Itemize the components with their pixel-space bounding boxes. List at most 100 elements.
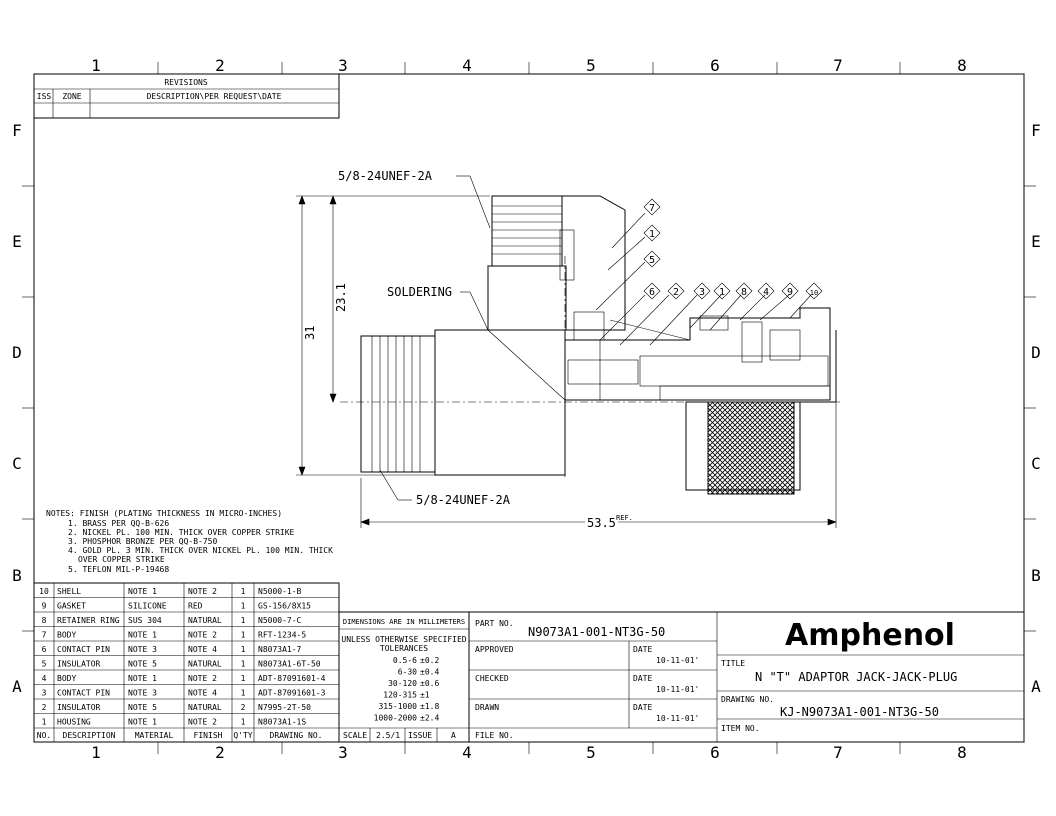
col-label: 7: [833, 56, 843, 75]
bom-cell: 1: [241, 674, 246, 683]
bom-cell: INSULATOR: [57, 660, 101, 669]
column-labels-top: 1 2 3 4 5 6 7 8: [91, 56, 967, 75]
bom-cell: NOTE 1: [128, 631, 157, 640]
tolerance-range: 1000-2000: [374, 714, 418, 723]
title-block: PART NO. N9073A1-001-NT3G-50 APPROVED DA…: [468, 611, 1025, 743]
tolerance-value: ±2.4: [420, 714, 439, 723]
row-label: E: [1031, 232, 1041, 251]
bom-cell: NOTE 5: [128, 660, 157, 669]
adaptor-drawing: [340, 195, 840, 495]
file-no-label: FILE NO.: [475, 731, 514, 740]
col-label: 3: [338, 743, 348, 762]
scale-value: 2.5/1: [376, 731, 400, 740]
bom-cell: CONTACT PIN: [57, 689, 110, 698]
col-label: 4: [462, 56, 472, 75]
bom-cell: NOTE 3: [128, 689, 157, 698]
row-label: F: [12, 121, 22, 140]
bom-cell: N8073A1-1S: [258, 718, 306, 727]
row-label: F: [1031, 121, 1041, 140]
row-labels-left: F E D C B A: [12, 121, 22, 696]
callout-label: 4: [763, 287, 769, 298]
bom-header: MATERIAL: [135, 731, 174, 740]
column-labels-bottom: 1 2 3 4 5 6 7 8: [91, 743, 967, 762]
note-line: 3. PHOSPHOR BRONZE PER QQ-B-750: [68, 537, 217, 546]
callout-label: 1: [649, 229, 655, 240]
rev-header: ISS: [37, 92, 52, 101]
bom-cell: GASKET: [57, 602, 86, 611]
part-no-value: N9073A1-001-NT3G-50: [528, 625, 665, 639]
row-label: D: [1031, 343, 1041, 362]
row-label: B: [1031, 566, 1041, 585]
bom-cell: RFT-1234-5: [258, 631, 306, 640]
col-label: 4: [462, 743, 472, 762]
bom-cell: NOTE 2: [188, 631, 217, 640]
bom-cell: 8: [42, 616, 47, 625]
company-logo: Amphenol: [785, 618, 955, 653]
approved-date-label: DATE: [633, 645, 652, 654]
bom-header: NO.: [37, 731, 51, 740]
dimension-23: 23.1: [334, 283, 348, 312]
bom-cell: NOTE 4: [188, 689, 217, 698]
bom-cell: N8073A1-7: [258, 645, 302, 654]
tolerance-range: 0.5-6: [393, 656, 417, 665]
bom-cell: ADT-87091601-3: [258, 689, 326, 698]
callout-label: 2: [673, 287, 679, 298]
bom-cell: CONTACT PIN: [57, 645, 110, 654]
tolerance-sub2: TOLERANCES: [380, 644, 428, 653]
issue-label: ISSUE: [408, 731, 432, 740]
drawn-date: 10-11-01': [656, 714, 699, 723]
col-label: 7: [833, 743, 843, 762]
approved-date: 10-11-01': [656, 656, 699, 665]
note-line: 5. TEFLON MIL-P-19468: [68, 565, 169, 574]
bom-cell: 1: [241, 616, 246, 625]
bom-cell: 2: [241, 703, 246, 712]
bom-cell: 1: [241, 718, 246, 727]
bom-cell: 6: [42, 645, 47, 654]
bom-cell: N7995-2T-50: [258, 703, 311, 712]
row-label: A: [1031, 677, 1041, 696]
bom-cell: SUS 304: [128, 616, 162, 625]
bom-cell: NOTE 5: [128, 703, 157, 712]
col-label: 6: [710, 743, 720, 762]
bom-cell: SILICONE: [128, 602, 167, 611]
tolerance-value: ±1.8: [420, 702, 439, 711]
callout-balloons: 7 1 5 6 2 3 1 8 4 9 10: [643, 198, 823, 300]
tolerance-value: ±0.4: [420, 668, 439, 677]
part-no-label: PART NO.: [475, 619, 514, 628]
bom-cell: 1: [241, 602, 246, 611]
dimension-31: 31: [303, 326, 317, 340]
bom-cell: NOTE 2: [188, 674, 217, 683]
bom-cell: NATURAL: [188, 616, 222, 625]
callout-label: 7: [649, 203, 655, 214]
col-label: 5: [586, 56, 596, 75]
approved-label: APPROVED: [475, 645, 514, 654]
bom-cell: 3: [42, 689, 47, 698]
title-label: TITLE: [721, 659, 745, 668]
bill-of-materials: NO. DESCRIPTION MATERIAL FINISH Q'TY DRA…: [33, 582, 340, 743]
col-label: 2: [215, 743, 225, 762]
dimension-lines: [296, 195, 837, 528]
leader-lines: [379, 175, 812, 501]
bom-cell: 9: [42, 602, 47, 611]
checked-date-label: DATE: [633, 674, 652, 683]
bom-cell: HOUSING: [57, 718, 91, 727]
item-no-label: ITEM NO.: [721, 724, 760, 733]
row-label: C: [12, 454, 22, 473]
callout-label: 5: [649, 255, 655, 266]
issue-value: A: [451, 731, 456, 740]
bom-cell: NATURAL: [188, 703, 222, 712]
dimension-ref: REF.: [616, 514, 633, 522]
callout-label: 9: [787, 287, 793, 298]
note-line: NOTES: FINISH (PLATING THICKNESS IN MICR…: [46, 509, 282, 518]
bom-cell: NOTE 4: [188, 645, 217, 654]
soldering-label: SOLDERING: [387, 285, 452, 299]
bom-cell: 1: [241, 631, 246, 640]
callout-label: 10: [810, 289, 818, 297]
drawn-label: DRAWN: [475, 703, 499, 712]
col-label: 8: [957, 56, 967, 75]
finish-notes: NOTES: FINISH (PLATING THICKNESS IN MICR…: [46, 509, 333, 574]
dimension-53: 53.5: [587, 516, 616, 530]
revisions-title: REVISIONS: [164, 78, 208, 87]
tolerance-header: DIMENSIONS ARE IN MILLIMETERS: [343, 618, 465, 626]
